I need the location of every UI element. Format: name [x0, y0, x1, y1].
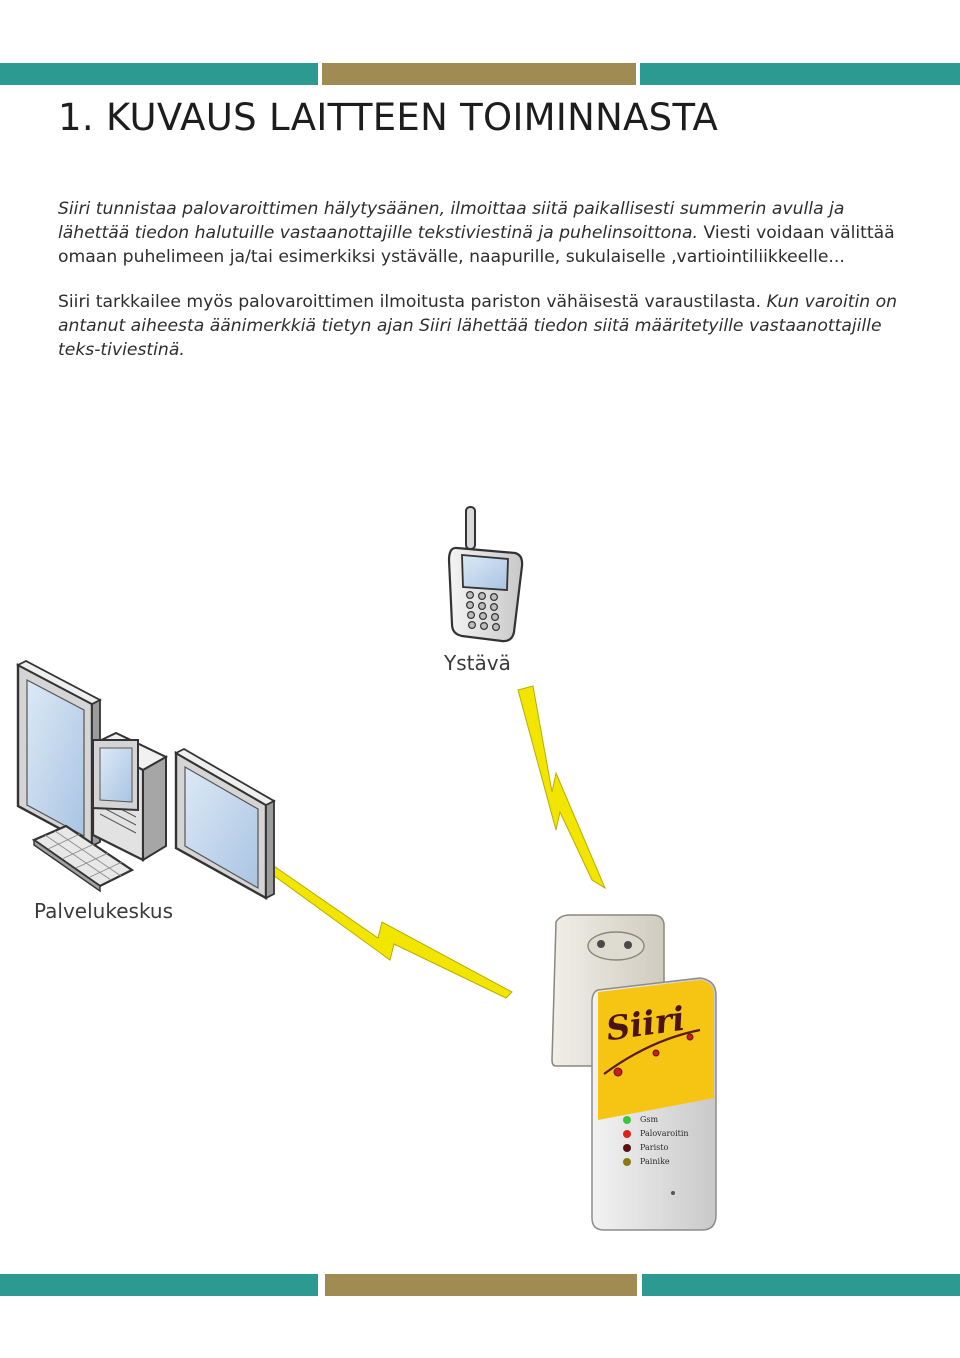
friend-label: Ystävä: [444, 651, 511, 675]
lightning-bolt-service-icon: [265, 861, 513, 999]
footer-bar-teal-left: [0, 1274, 318, 1296]
siiri-device: [591, 977, 717, 1231]
led-painike: [623, 1158, 631, 1166]
footer-bar-gold: [325, 1274, 637, 1296]
service-center-label: Palvelukeskus: [34, 899, 174, 923]
left-monitor-icon: [16, 659, 102, 849]
keyboard-icon: [31, 824, 135, 893]
right-monitor-icon: [174, 747, 276, 901]
header-bar-teal-right: [640, 63, 960, 85]
led-label-gsm: Gsm: [640, 1115, 659, 1124]
battery-text: Siiri tarkkailee myös palovaroittimen il…: [58, 292, 762, 312]
intro-paragraph: Siiri tunnistaa palovaroittimen hälytysä…: [58, 197, 908, 269]
header-bar-gold: [322, 63, 636, 85]
mobile-phone-icon: [447, 506, 524, 643]
led-paristo: [623, 1144, 631, 1152]
led-label-painike: Painike: [640, 1157, 670, 1166]
footer-bar-teal-right: [642, 1274, 960, 1296]
intro-italic-text: Siiri tunnistaa palovaroittimen hälytysä…: [58, 199, 845, 243]
center-monitor-icon: [92, 739, 139, 812]
led-label-paristo: Paristo: [640, 1143, 669, 1152]
led-palovaroitin: [623, 1130, 631, 1138]
battery-italic-text: Kun varoitin on antanut aiheesta äänimer…: [58, 292, 898, 360]
battery-paragraph: Siiri tarkkailee myös palovaroittimen il…: [58, 290, 908, 362]
intro-text: Viesti voidaan välittää omaan puhelimeen…: [58, 223, 895, 267]
page-title: 1. KUVAUS LAITTEEN TOIMINNASTA: [58, 96, 719, 139]
header-bar-teal-left: [0, 63, 318, 85]
lightning-bolt-friend-icon: [517, 685, 607, 890]
led-label-palovaroitin: Palovaroitin: [640, 1129, 689, 1138]
led-gsm: [623, 1116, 631, 1124]
